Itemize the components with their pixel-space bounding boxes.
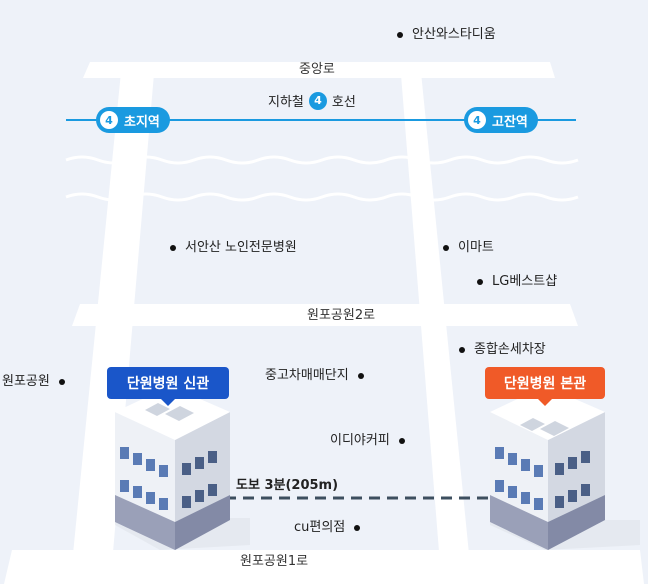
- building-main: [490, 386, 640, 550]
- point-marker-icon: [398, 437, 405, 444]
- road-name-top: 중앙로: [299, 62, 335, 77]
- river-wave-bottom: [65, 192, 579, 202]
- landmark-wonpo-park: 원포공원: [2, 374, 65, 390]
- landmark-label: LG베스트샵: [492, 274, 558, 289]
- station-choji[interactable]: 4 초지역: [96, 107, 170, 133]
- station-choji-label: 초지역: [124, 114, 160, 130]
- landmark-lg-bestshop: LG베스트샵: [477, 274, 557, 290]
- landmark-label: 서안산 노인전문병원: [185, 240, 297, 255]
- hospital-new-tag[interactable]: 단원병원 신관: [107, 367, 229, 406]
- landmark-ansan-stadium: 안산와스타디움: [397, 27, 496, 43]
- point-marker-icon: [459, 346, 465, 353]
- building-new: [115, 386, 250, 550]
- landmark-label: 이디야커피: [330, 433, 390, 448]
- line-4-icon: 4: [468, 111, 486, 129]
- landmark-label: cu편의점: [294, 520, 346, 535]
- point-marker-icon: [477, 278, 483, 285]
- river-wave-top: [65, 155, 579, 165]
- point-marker-icon: [170, 244, 176, 251]
- landmark-emart: 이마트: [443, 240, 494, 256]
- subway-line-label: 지하철 4 호선: [268, 91, 356, 110]
- landmark-jonghap: 종합손세차장: [459, 342, 546, 358]
- subway-suffix: 호선: [331, 95, 356, 110]
- point-marker-icon: [443, 244, 449, 251]
- subway-line-number-icon: 4: [308, 91, 327, 110]
- station-gojan-label: 고잔역: [492, 114, 528, 130]
- road-wonpo2: [72, 304, 578, 326]
- hospital-main-label: 단원병원 본관: [503, 376, 587, 392]
- landmark-cu: cu편의점: [294, 520, 361, 536]
- landmark-label: 원포공원: [2, 374, 50, 389]
- landmark-label: 중고차매매단지: [265, 368, 349, 383]
- landmark-label: 이마트: [458, 240, 494, 255]
- landmark-seoan-hospital: 서안산 노인전문병원: [170, 240, 297, 256]
- landmark-ediya: 이디야커피: [330, 433, 405, 449]
- road-name-bottom: 원포공원1로: [240, 554, 309, 569]
- point-marker-icon: [397, 31, 403, 38]
- point-marker-icon: [354, 524, 361, 531]
- point-marker-icon: [357, 372, 364, 379]
- point-marker-icon: [58, 378, 65, 385]
- station-gojan[interactable]: 4 고잔역: [464, 107, 538, 133]
- walk-distance-label: 도보 3분(205m): [236, 478, 339, 493]
- hospital-main-tag[interactable]: 단원병원 본관: [485, 367, 605, 406]
- subway-prefix: 지하철: [268, 95, 304, 110]
- road-jungang: [83, 62, 555, 78]
- landmark-used-car: 중고차매매단지: [265, 368, 364, 384]
- road-name-middle: 원포공원2로: [307, 308, 376, 323]
- landmark-label: 안산와스타디움: [412, 27, 496, 42]
- landmark-label: 종합손세차장: [474, 342, 546, 357]
- road-wonpo1: [4, 550, 644, 584]
- line-4-icon: 4: [100, 111, 118, 129]
- hospital-new-label: 단원병원 신관: [126, 376, 210, 392]
